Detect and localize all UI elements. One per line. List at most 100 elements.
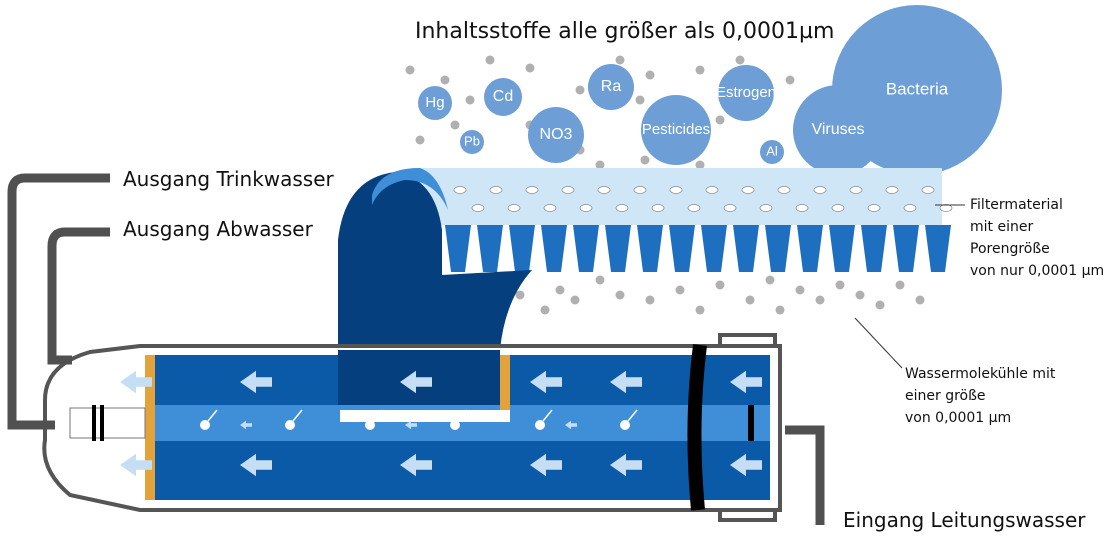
flow-arrow-icon <box>530 370 562 394</box>
water-molecule-dot <box>775 305 785 315</box>
contaminant-circle <box>832 5 1002 175</box>
water-molecule-dot <box>735 55 745 65</box>
water-molecule-dot <box>615 290 625 300</box>
pipe-outlet-waste <box>47 227 110 365</box>
water-molecule-dot <box>645 295 655 305</box>
contaminant-label: Ra <box>601 78 622 95</box>
membrane-pore-channel <box>925 225 951 272</box>
membrane-pore-channel <box>445 225 471 272</box>
water-molecule-dot <box>515 290 525 300</box>
label-filter-4: von nur 0,0001 µm <box>970 263 1104 279</box>
membrane-pore-channel <box>669 225 695 272</box>
water-molecule-dot <box>795 285 805 295</box>
contaminant-label: Viruses <box>811 121 864 138</box>
water-molecule-dot <box>415 135 425 145</box>
flow-arrow-icon <box>400 453 432 477</box>
pipe-inlet <box>785 425 825 525</box>
contaminant-label: NO3 <box>540 126 573 143</box>
flow-arrow-icon <box>120 453 152 477</box>
label-filter-2: mit einer <box>970 219 1033 235</box>
water-molecule-dot <box>815 295 825 305</box>
water-molecule-dot <box>570 295 580 305</box>
label-filter-1: Filtermaterial <box>970 197 1063 213</box>
contaminant-labels: HgPbCdNO3RaPesticidesEstrogenAlVirusesBa… <box>425 78 948 158</box>
water-molecule-dot <box>525 63 535 73</box>
flow-arrow-icon <box>120 370 152 394</box>
membrane-pore-channel <box>733 225 759 272</box>
diagram-title: Inhaltsstoffe alle größer als 0,0001µm <box>415 19 834 44</box>
flow-arrow-icon <box>530 453 562 477</box>
contaminant-circle <box>588 64 634 110</box>
label-outlet-waste: Ausgang Abwasser <box>123 217 314 241</box>
brine-seal <box>687 344 707 511</box>
membrane-pore-channel <box>509 225 535 272</box>
water-molecule-icon <box>200 420 210 430</box>
contaminant-circle <box>528 107 584 163</box>
water-molecule-dot <box>485 55 495 65</box>
contaminant-label: Estrogen <box>716 84 776 101</box>
water-molecule-dot <box>595 275 605 285</box>
contaminant-circle <box>641 95 711 165</box>
water-molecule-dot <box>695 305 705 315</box>
membrane-pore-channel <box>605 225 631 272</box>
membrane-pore-channel <box>573 225 599 272</box>
water-molecule-dot <box>695 65 705 75</box>
flow-arrow-icon <box>240 453 272 477</box>
water-molecule-dot <box>895 280 905 290</box>
label-inlet: Eingang Leitungswasser <box>843 508 1086 532</box>
label-molecules-1: Wassermolekühle mit <box>905 366 1056 382</box>
water-molecule-dot <box>835 280 845 290</box>
water-molecule-dot <box>555 285 565 295</box>
membrane-pore-channel <box>541 225 567 272</box>
water-molecule-dot <box>715 280 725 290</box>
water-molecule-dot <box>875 300 885 310</box>
flow-arrow-icon <box>400 370 432 394</box>
water-molecule-dot <box>695 160 705 170</box>
membrane-pore-channel <box>701 225 727 272</box>
water-molecule-dot <box>855 290 865 300</box>
contaminant-circle <box>418 86 452 120</box>
water-molecule-dot <box>465 95 475 105</box>
membrane-pore-channel <box>861 225 887 272</box>
contaminant-circles <box>418 5 1002 175</box>
contaminant-circle <box>460 130 484 154</box>
water-molecule-dot <box>675 285 685 295</box>
flow-arrow-icon <box>730 453 762 477</box>
water-molecule-icon <box>365 420 375 430</box>
flow-arrow-icon <box>610 453 642 477</box>
water-molecule-icon <box>535 420 545 430</box>
contaminant-label: Pb <box>464 133 480 148</box>
water-molecule-icon <box>450 420 460 430</box>
pipe-outlet-drinking <box>7 173 110 430</box>
contaminant-circle <box>484 78 522 116</box>
label-molecules-3: von 0,0001 µm <box>905 410 1011 426</box>
contaminant-label: Al <box>766 143 778 158</box>
contaminant-circle <box>718 65 774 121</box>
membrane-pore-channel <box>893 225 919 272</box>
flow-arrow-icon <box>240 420 252 430</box>
contaminant-label: Pesticides <box>642 121 710 138</box>
water-molecule-dot <box>745 295 755 305</box>
water-molecule-dot <box>615 55 625 65</box>
flow-arrow-icon <box>240 370 272 394</box>
water-molecule-dot <box>765 275 775 285</box>
label-molecules-2: einer größe <box>905 388 986 404</box>
water-molecule-dot <box>540 305 550 315</box>
water-molecule-dot <box>635 95 645 105</box>
flow-arrows <box>120 370 762 477</box>
water-molecule-icon <box>620 420 630 430</box>
water-molecule-dot <box>450 120 460 130</box>
label-filter-3: Porengröße <box>970 241 1050 257</box>
water-molecule-dot <box>640 155 650 165</box>
contaminant-label: Hg <box>425 94 444 111</box>
water-molecule-dot <box>785 75 795 85</box>
membrane-pore-channel <box>797 225 823 272</box>
flow-arrow-icon <box>610 370 642 394</box>
filter-membrane <box>372 168 953 275</box>
water-molecule-dot <box>405 65 415 75</box>
contaminant-circle <box>760 140 784 164</box>
water-molecule-dot <box>595 160 605 170</box>
membrane-pore-channel <box>829 225 855 272</box>
flow-arrow-icon <box>730 370 762 394</box>
